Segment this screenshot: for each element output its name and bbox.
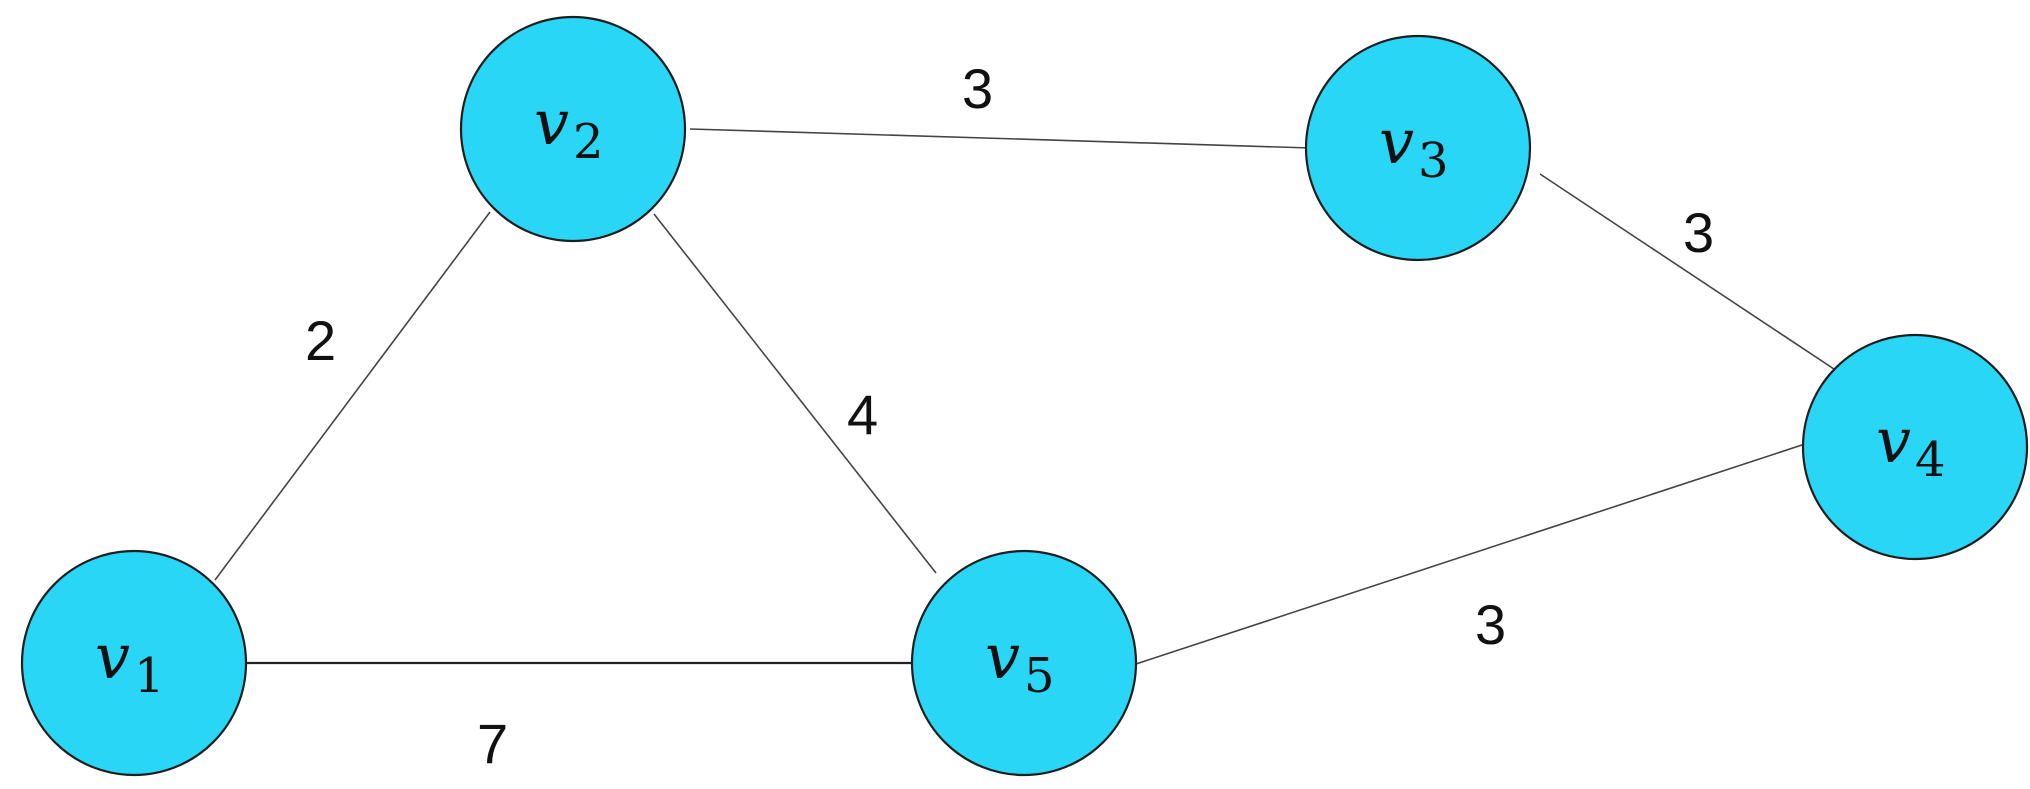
node-v5-subscript: 5: [1024, 648, 1055, 704]
node-v1-circle: [20, 549, 248, 777]
node-v4-subscript: 4: [1915, 432, 1946, 488]
weight-v2-v5: 4: [847, 383, 878, 446]
node-v3-subscript: 3: [1418, 133, 1449, 189]
node-v2: v2: [459, 15, 687, 243]
weight-v5-v4: 3: [1475, 593, 1506, 656]
node-v5: v5: [910, 549, 1138, 777]
node-v3-letter: v: [1379, 105, 1414, 178]
node-v4: v4: [1801, 333, 2029, 561]
node-v1-label: v1: [95, 620, 165, 704]
edge-weights-group: 2 3 3 4 7 3: [305, 57, 1714, 775]
node-v4-label: v4: [1876, 404, 1946, 488]
node-v5-label: v5: [985, 620, 1055, 704]
weight-v2-v3: 3: [962, 57, 993, 120]
node-v2-letter: v: [534, 86, 569, 159]
edges-group: [214, 128, 1844, 665]
edge-v1-v2: [214, 211, 491, 581]
weight-v1-v5: 7: [477, 712, 508, 775]
node-v3-circle: [1304, 34, 1532, 262]
node-v3-label: v3: [1379, 105, 1449, 189]
node-v2-subscript: 2: [573, 114, 604, 170]
edge-v3-v4: [1539, 173, 1844, 376]
nodes-group: v1 v2 v3 v4 v5: [20, 15, 2029, 777]
weight-v3-v4: 3: [1683, 201, 1714, 264]
weight-v1-v2: 2: [305, 309, 336, 372]
edge-v2-v5: [653, 213, 937, 574]
node-v4-letter: v: [1876, 404, 1911, 477]
node-v2-circle: [459, 15, 687, 243]
node-v5-letter: v: [985, 620, 1020, 693]
node-v5-circle: [910, 549, 1138, 777]
edge-v2-v3: [689, 128, 1312, 149]
node-v3: v3: [1304, 34, 1532, 262]
node-v4-circle: [1801, 333, 2029, 561]
node-v2-label: v2: [534, 86, 604, 170]
node-v1-subscript: 1: [134, 648, 165, 704]
node-v1-letter: v: [95, 620, 130, 693]
edge-v5-v4: [1135, 442, 1809, 665]
node-v1: v1: [20, 549, 248, 777]
